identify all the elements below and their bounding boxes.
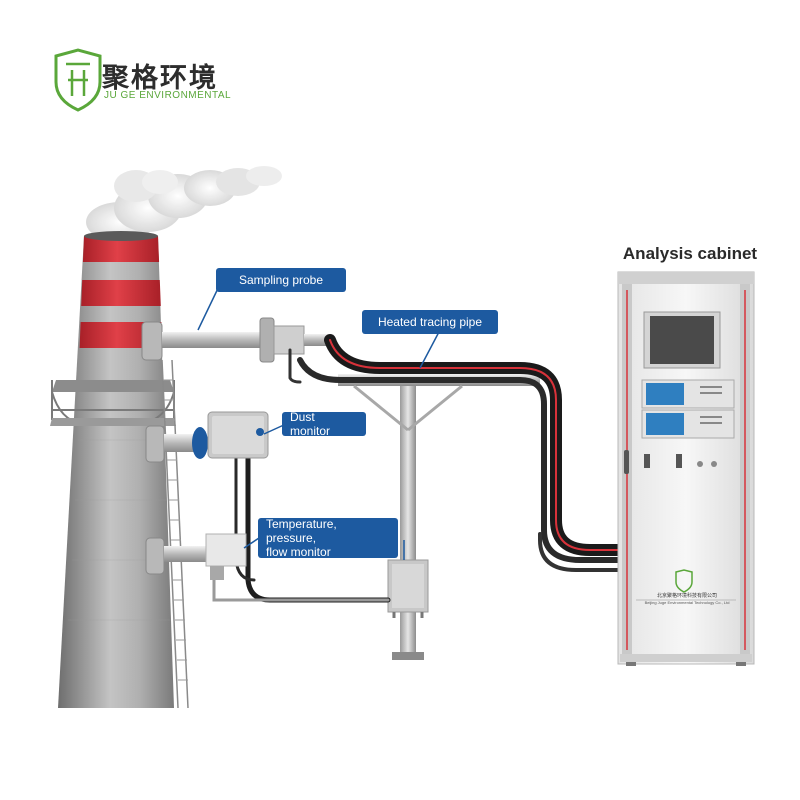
- callout-tpf-monitor-line2: flow monitor: [266, 545, 331, 559]
- heated-tracing-pipe: [212, 334, 624, 603]
- brand: 聚格环境 JU GE ENVIRONMENTAL: [52, 50, 272, 112]
- callout-sampling-probe: Sampling probe: [216, 268, 346, 292]
- callout-heated-tracing-pipe: Heated tracing pipe: [362, 310, 498, 334]
- callout-dust-monitor-label: Dust monitor: [290, 410, 331, 438]
- callout-dust-monitor: Dust monitor: [282, 410, 366, 438]
- sampling-probe-assembly: [141, 317, 334, 363]
- cabinet-company-cn: 北京聚格环境科技有限公司: [656, 593, 717, 599]
- callout-tpf-monitor: Temperature, pressure, flow monitor: [258, 517, 398, 559]
- brand-name-en: JU GE ENVIRONMENTAL: [104, 90, 232, 101]
- smoke-plume-icon: [86, 166, 282, 242]
- callout-heated-tracing-pipe-label: Heated tracing pipe: [377, 315, 483, 329]
- cabinet-title: Analysis cabinet: [622, 244, 758, 263]
- chimney: [50, 231, 189, 709]
- tpf-monitor-assembly: [145, 533, 247, 580]
- callout-tpf-monitor-line1: Temperature, pressure,: [266, 517, 337, 545]
- cabinet-company-en: Beijing Juge Environmental Technology Co…: [644, 600, 730, 605]
- analysis-cabinet: [617, 271, 755, 666]
- brand-logo-icon: [54, 48, 102, 112]
- callout-sampling-probe-label: Sampling probe: [238, 273, 324, 287]
- dust-monitor-assembly: [145, 411, 269, 463]
- brand-name-cn: 聚格环境: [102, 63, 218, 94]
